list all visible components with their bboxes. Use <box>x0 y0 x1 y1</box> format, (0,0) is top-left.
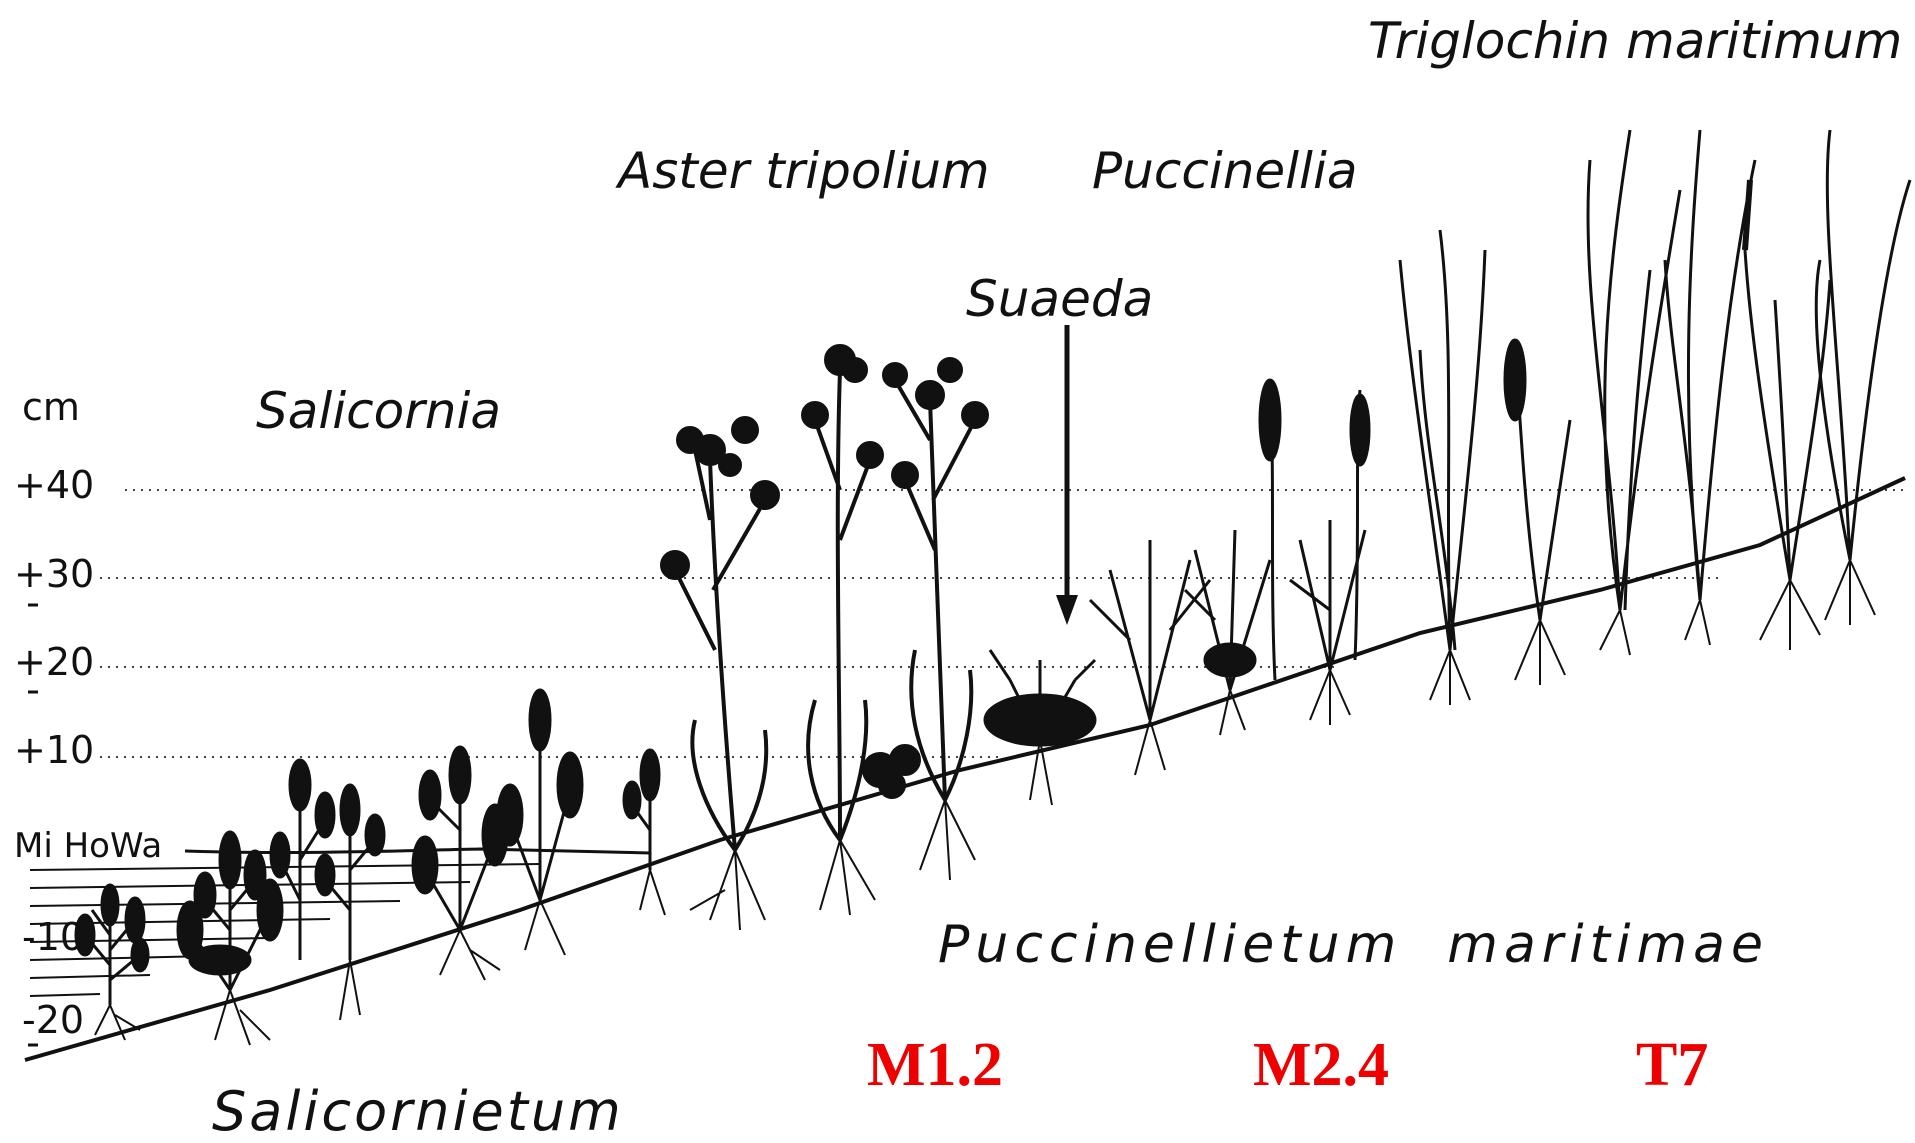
mean-high-water-label: Mi HoWa <box>14 826 162 866</box>
scale-tick-label: -10 <box>22 915 84 959</box>
scale-tick-label: +40 <box>14 463 94 507</box>
salicornietum-label: Salicornietum <box>212 1080 624 1143</box>
habitat-code-m1-2: M1.2 <box>867 1030 1003 1101</box>
scale-tick-label: +10 <box>14 728 94 772</box>
habitat-code-m2-4: M2.4 <box>1253 1030 1389 1101</box>
puccinellietum-label: Puccinellietum maritimae <box>938 915 1769 975</box>
suaeda-and-puccinellia-plants <box>985 380 1369 805</box>
scale-unit-label: cm <box>22 385 80 429</box>
suaeda-arrow <box>1056 325 1078 625</box>
scale-tick-label: +30 <box>14 552 94 596</box>
tidal-water-layers <box>30 849 650 996</box>
salicornia-label: Salicornia <box>256 382 501 440</box>
triglochin-label: Triglochin maritimum <box>1368 12 1902 70</box>
suaeda-label: Suaeda <box>966 270 1153 328</box>
scale-tick-label: -20 <box>22 998 84 1042</box>
puccinellia-label: Puccinellia <box>1092 142 1357 200</box>
scale-tick-label: +20 <box>14 640 94 684</box>
habitat-code-t7: T7 <box>1636 1030 1708 1101</box>
aster-label: Aster tripolium <box>618 142 990 200</box>
